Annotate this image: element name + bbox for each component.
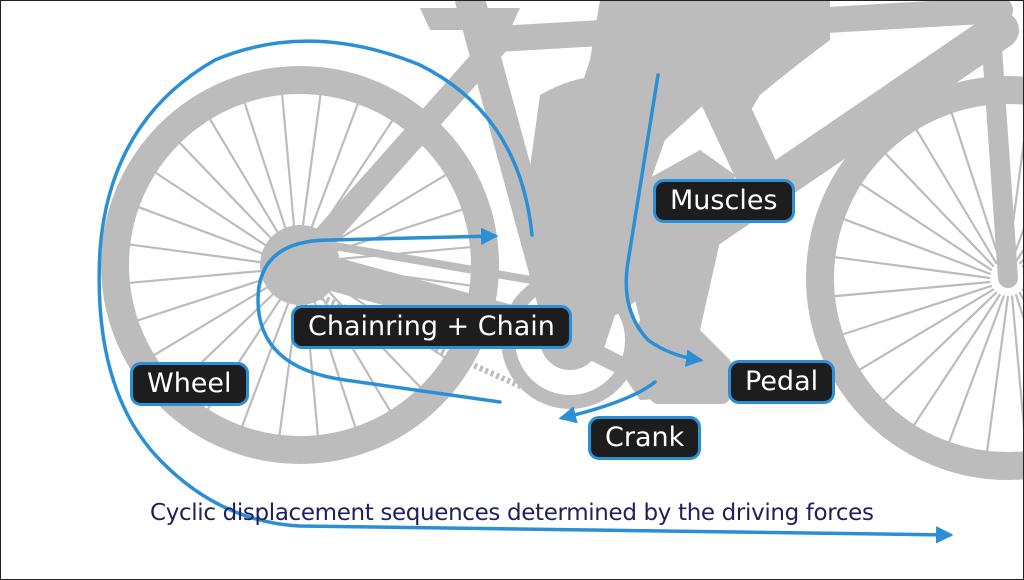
front-wheel-spoke — [833, 280, 991, 298]
front-wheel-spoke — [884, 152, 995, 268]
label-pedal: Pedal — [728, 360, 836, 404]
front-wheel-spoke — [947, 295, 1006, 444]
diagram-caption: Cyclic displacement sequences determined… — [150, 500, 874, 526]
arrow-muscles-to-pedal — [624, 73, 704, 367]
rear-wheel-spoke — [129, 243, 283, 267]
label-muscles: Muscles — [653, 179, 795, 223]
front-wheel-spoke — [915, 128, 998, 265]
front-wheel-spoke — [842, 217, 991, 276]
label-wheel: Wheel — [130, 362, 249, 406]
arrow-chain-loop — [256, 227, 502, 404]
front-wheel-spoke — [842, 284, 993, 336]
rear-wheel-spoke — [137, 205, 283, 263]
rear-wheel-spoke — [240, 282, 298, 428]
rear-wheel-spoke — [208, 118, 290, 252]
label-chainring-chain: Chainring + Chain — [291, 305, 572, 349]
front-wheel-spoke — [912, 293, 1002, 427]
label-crank: Crank — [588, 416, 702, 460]
arrow-wheel-to-displacement — [97, 39, 954, 544]
rear-wheel-spoke — [243, 101, 294, 250]
front-wheel-spoke — [985, 295, 1010, 452]
rear-wheel-spoke — [302, 102, 360, 248]
front-wheel-spoke — [882, 291, 998, 402]
rear-wheel-spoke — [280, 93, 298, 248]
front-wheel-spoke — [1010, 295, 1024, 440]
front-wheel-spoke — [950, 112, 1002, 263]
rear-wheel-spoke — [154, 171, 285, 259]
front-wheel-spoke — [859, 182, 993, 272]
arrow-pedal-to-crank — [558, 380, 657, 424]
rear-wheel-spoke — [153, 275, 287, 357]
front-wheel-spoke — [1010, 225, 1024, 261]
transmission-arrows — [97, 39, 954, 544]
rear-wheel-spoke — [128, 267, 283, 285]
front-wheel-spoke — [858, 288, 995, 371]
rear-wheel-spoke — [298, 94, 322, 248]
rear-wheel-spoke — [178, 141, 287, 255]
front-wheel-spoke — [834, 255, 991, 280]
